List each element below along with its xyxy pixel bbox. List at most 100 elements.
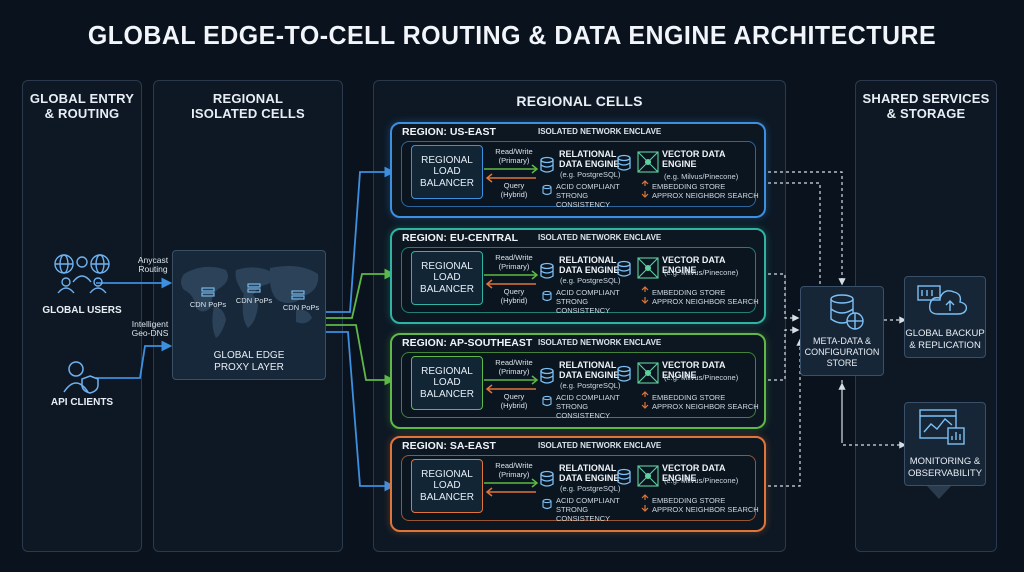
vector-network-icon [637, 465, 659, 487]
geo-dns-label: Intelligent Geo-DNS [131, 319, 169, 338]
vector-network-icon [637, 151, 659, 173]
cdn-pop-label-3: CDN PoPs [282, 303, 320, 312]
cdn-pop-icon-2 [247, 283, 261, 293]
vector-db-icon [617, 365, 631, 382]
api-clients-label: API CLIENTS [50, 397, 114, 408]
region-flow-icons [484, 465, 659, 512]
query-arrow [485, 487, 536, 497]
database-icon [540, 470, 554, 487]
vector-network-icon [637, 362, 659, 384]
acid-label: ACID COMPLIANT STRONG CONSISTENCY [556, 288, 620, 315]
region-to-meta-dashed [768, 171, 907, 487]
acid-label: ACID COMPLIANT STRONG CONSISTENCY [556, 496, 620, 523]
meta-data-config-store [800, 286, 884, 376]
read-write-label: Read/Write (Primary) [495, 147, 533, 165]
region-flow-icons [484, 362, 659, 409]
region-enclave-label: ISOLATED NETWORK ENCLAVE [538, 233, 662, 242]
world-map-icon [181, 266, 319, 338]
database-icon [540, 262, 554, 279]
acid-db-icon [542, 184, 552, 196]
acid-db-icon [542, 498, 552, 510]
acid-label: ACID COMPLIANT STRONG CONSISTENCY [556, 182, 620, 209]
query-label: Query (Hybrid) [500, 287, 528, 305]
relational-engine-example: (e.g. PostgreSQL) [560, 381, 621, 390]
embedding-label: EMBEDDING STORE APPROX NEIGHBOR SEARCH [652, 182, 759, 200]
vector-engine-example: (e.g. Milvus/Pinecone) [664, 268, 739, 277]
region-flow-icons [484, 151, 659, 198]
cdn-pop-icon-3 [291, 290, 305, 300]
embedding-arrows-icon [641, 494, 649, 512]
global-users-icon [54, 254, 110, 294]
cdn-pop-icon-1 [201, 287, 215, 297]
monitoring-dashboard-icon [919, 409, 965, 445]
relational-engine-example: (e.g. PostgreSQL) [560, 276, 621, 285]
vector-db-icon [617, 468, 631, 485]
regional-load-balancer: REGIONAL LOAD BALANCER [411, 356, 483, 410]
regional-load-balancer: REGIONAL LOAD BALANCER [411, 459, 483, 513]
embedding-arrows-icon [641, 391, 649, 409]
vector-db-icon [617, 154, 631, 171]
region-enclave-label: ISOLATED NETWORK ENCLAVE [538, 338, 662, 347]
relational-engine-label: RELATIONAL DATA ENGINE [559, 149, 620, 169]
embedding-arrows-icon [641, 286, 649, 304]
global-backup-label: GLOBAL BACKUP & REPLICATION [905, 328, 985, 351]
vector-db-icon [617, 260, 631, 277]
monitoring-label: MONITORING & OBSERVABILITY [907, 456, 983, 479]
region-name: REGION: AP-SOUTHEAST [402, 337, 533, 349]
embedding-arrows-icon [641, 180, 649, 198]
column-header-isolated: REGIONAL ISOLATED CELLS [191, 91, 305, 121]
embedding-label: EMBEDDING STORE APPROX NEIGHBOR SEARCH [652, 288, 759, 306]
region-name: REGION: US-EAST [402, 126, 496, 138]
query-label: Query (Hybrid) [500, 181, 528, 199]
api-clients-icon [63, 361, 99, 394]
read-write-label: Read/Write (Primary) [495, 358, 533, 376]
vector-network-icon [637, 257, 659, 279]
regional-load-balancer: REGIONAL LOAD BALANCER [411, 145, 483, 199]
embedding-label: EMBEDDING STORE APPROX NEIGHBOR SEARCH [652, 393, 759, 411]
column-global-entry [22, 80, 142, 552]
column-header-shared: SHARED SERVICES & STORAGE [862, 91, 990, 121]
read-write-arrow [484, 270, 539, 280]
read-write-label: Read/Write (Primary) [495, 461, 533, 479]
meta-data-store-label: META-DATA & CONFIGURATION STORE [804, 336, 880, 368]
region-enclave-label: ISOLATED NETWORK ENCLAVE [538, 127, 662, 136]
query-arrow [485, 279, 536, 289]
acid-db-icon [542, 290, 552, 302]
edge-to-region-arrows [326, 166, 396, 492]
database-icon [540, 367, 554, 384]
cdn-pop-label-1: CDN PoPs [189, 300, 227, 309]
acid-db-icon [542, 395, 552, 407]
global-users-label: GLOBAL USERS [42, 305, 122, 316]
database-icon [540, 156, 554, 173]
read-write-arrow [484, 478, 539, 488]
pointer-triangle-icon [927, 486, 951, 499]
backup-cloud-icon [917, 285, 968, 315]
query-label: Query (Hybrid) [500, 392, 528, 410]
read-write-label: Read/Write (Primary) [495, 253, 533, 271]
database-config-icon [830, 294, 864, 330]
global-edge-label: GLOBAL EDGE PROXY LAYER [213, 350, 285, 373]
monitoring-box [904, 402, 986, 486]
column-header-entry: GLOBAL ENTRY & ROUTING [29, 91, 135, 121]
regional-load-balancer: REGIONAL LOAD BALANCER [411, 251, 483, 305]
region-flow-icons [484, 257, 659, 304]
relational-engine-label: RELATIONAL DATA ENGINE [559, 360, 620, 380]
region-name: REGION: EU-CENTRAL [402, 232, 519, 244]
page-title: GLOBAL EDGE-TO-CELL ROUTING & DATA ENGIN… [87, 20, 937, 50]
vector-engine-example: (e.g. Milvus/Pinecone) [664, 373, 739, 382]
vector-engine-example: (e.g. Milvus/Pinecone) [664, 476, 739, 485]
embedding-label: EMBEDDING STORE APPROX NEIGHBOR SEARCH [652, 496, 759, 514]
query-arrow [485, 173, 536, 183]
region-name: REGION: SA-EAST [402, 440, 496, 452]
vector-engine-label: VECTOR DATA ENGINE [662, 360, 726, 380]
relational-engine-example: (e.g. PostgreSQL) [560, 484, 621, 493]
vector-engine-label: VECTOR DATA ENGINE [662, 463, 726, 483]
entry-arrows [96, 277, 173, 379]
anycast-routing-label: Anycast Routing [137, 255, 169, 274]
query-arrow [485, 384, 536, 394]
region-enclave-label: ISOLATED NETWORK ENCLAVE [538, 441, 662, 450]
read-write-arrow [484, 164, 539, 174]
relational-engine-example: (e.g. PostgreSQL) [560, 170, 621, 179]
vector-engine-example: (e.g. Milvus/Pinecone) [664, 172, 739, 181]
